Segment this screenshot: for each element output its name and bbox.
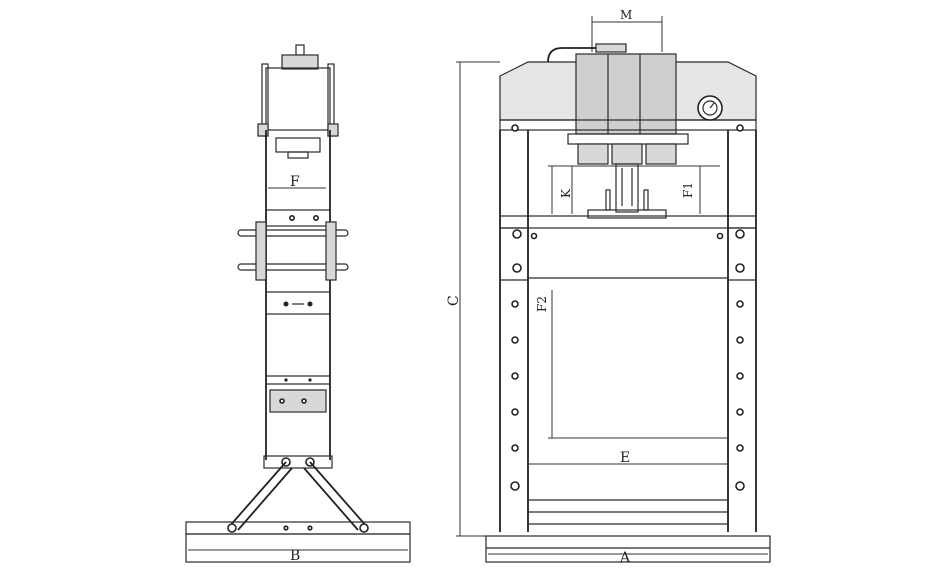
side-pump-head bbox=[281, 54, 319, 70]
label-B: B bbox=[290, 548, 300, 564]
side-top-frame bbox=[265, 67, 331, 131]
front-view: M K F1 bbox=[446, 8, 771, 566]
side-pin-upper bbox=[237, 229, 349, 237]
label-C: C bbox=[446, 295, 462, 306]
side-view: F B bbox=[185, 44, 411, 564]
label-F: F bbox=[290, 174, 300, 190]
label-M: M bbox=[620, 8, 632, 22]
label-A: A bbox=[619, 550, 631, 566]
label-K: K bbox=[559, 188, 573, 198]
label-F2: F2 bbox=[535, 296, 549, 312]
label-E: E bbox=[620, 450, 630, 466]
front-base bbox=[485, 535, 771, 563]
label-F1: F1 bbox=[681, 182, 695, 198]
side-pump-top bbox=[295, 44, 305, 56]
side-pin-lower bbox=[237, 263, 349, 271]
side-ram bbox=[275, 137, 321, 153]
side-base bbox=[185, 521, 411, 535]
